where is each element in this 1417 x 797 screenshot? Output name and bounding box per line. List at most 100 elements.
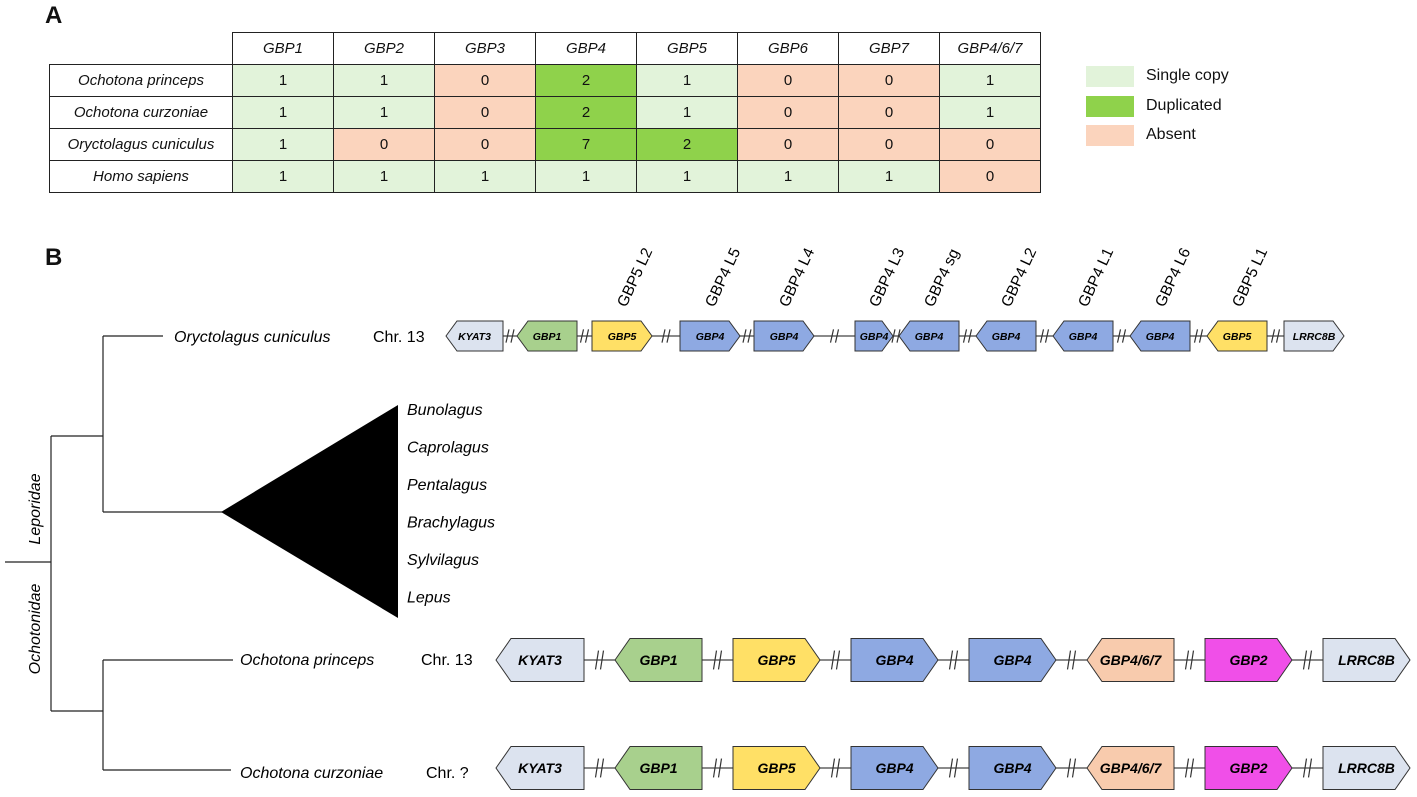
copy-number-cell: 1 bbox=[636, 96, 738, 129]
gene-name: KYAT3 bbox=[518, 760, 562, 776]
copy-number-cell: 0 bbox=[838, 64, 940, 97]
gene-arrow bbox=[1086, 746, 1175, 790]
copy-number-cell: 1 bbox=[636, 160, 738, 193]
gene-locus-label: GBP5 L2 bbox=[614, 245, 656, 309]
gene-block: KYAT3 bbox=[495, 638, 585, 682]
gene-block: GBP5 GBP5 L2 bbox=[591, 245, 656, 352]
leporidae-label: Leporidae bbox=[27, 473, 44, 544]
gene-block: GBP4 bbox=[850, 638, 939, 682]
gene-arrow bbox=[854, 320, 894, 352]
sequence-break-mark bbox=[1066, 758, 1077, 778]
gene-name: GBP4/6/7 bbox=[1100, 652, 1163, 668]
sequence-break-mark bbox=[661, 329, 671, 343]
gene-arrow bbox=[614, 746, 703, 790]
sequence-break-mark bbox=[948, 758, 959, 778]
legend-swatch bbox=[1086, 125, 1134, 146]
gene-name: GBP5 bbox=[608, 331, 637, 343]
gene-arrow bbox=[732, 746, 821, 790]
sequence-break-mark bbox=[891, 329, 901, 343]
column-header: GBP6 bbox=[737, 32, 839, 65]
tree-branches bbox=[5, 335, 233, 771]
gene-arrow bbox=[850, 638, 939, 682]
copy-number-cell: 0 bbox=[434, 96, 536, 129]
gene-block: LRRC8B bbox=[1322, 746, 1411, 790]
gene-arrow bbox=[1204, 746, 1293, 790]
gene-block: LRRC8B bbox=[1283, 320, 1345, 352]
gene-locus-label: GBP4 L6 bbox=[1152, 245, 1194, 309]
sequence-break-mark bbox=[505, 329, 515, 343]
copy-number-cell: 1 bbox=[939, 96, 1041, 129]
gene-name: LRRC8B bbox=[1338, 652, 1395, 668]
gene-block: GBP2 bbox=[1204, 746, 1293, 790]
sequence-break-mark bbox=[579, 329, 590, 343]
copy-number-cell: 1 bbox=[838, 160, 940, 193]
copy-number-cell: 2 bbox=[535, 64, 637, 97]
genus-label: Sylvilagus bbox=[407, 552, 479, 569]
copy-number-cell: 1 bbox=[737, 160, 839, 193]
gene-name: LRRC8B bbox=[1338, 760, 1395, 776]
gene-name: GBP1 bbox=[533, 331, 562, 343]
copy-number-cell: 0 bbox=[838, 128, 940, 161]
chromosome-label: Chr. 13 bbox=[421, 652, 473, 669]
copy-number-cell: 1 bbox=[232, 160, 334, 193]
gene-arrow bbox=[1129, 320, 1191, 352]
column-header: GBP4 bbox=[535, 32, 637, 65]
gene-locus-label: GBP4 sg bbox=[921, 246, 963, 309]
column-header: GBP2 bbox=[333, 32, 435, 65]
species-name: Ochotona curzoniae bbox=[240, 765, 383, 782]
species-name: Ochotona princeps bbox=[240, 652, 374, 669]
gene-name: GBP4/6/7 bbox=[1100, 760, 1163, 776]
gene-block: KYAT3 bbox=[445, 320, 504, 352]
ochotonidae-label: Ochotonidae bbox=[27, 584, 44, 675]
gene-arrow bbox=[850, 746, 939, 790]
sequence-break-mark bbox=[742, 329, 752, 343]
gene-name: GBP2 bbox=[1229, 760, 1267, 776]
gene-block: GBP4/6/7 bbox=[1086, 638, 1175, 682]
genus-label: Pentalagus bbox=[407, 477, 487, 494]
sequence-break-mark bbox=[1302, 650, 1313, 670]
copy-number-cell: 0 bbox=[939, 128, 1041, 161]
gene-arrow bbox=[1283, 320, 1345, 352]
copy-number-cell: 0 bbox=[939, 160, 1041, 193]
gene-block: GBP4/6/7 bbox=[1086, 746, 1175, 790]
gene-name: GBP5 bbox=[757, 760, 795, 776]
genus-label: Brachylagus bbox=[407, 515, 495, 532]
gene-arrow bbox=[975, 320, 1037, 352]
gene-arrow bbox=[614, 638, 703, 682]
gene-block: GBP4 bbox=[968, 638, 1057, 682]
sequence-break-mark bbox=[829, 329, 840, 343]
gene-name: GBP4 bbox=[875, 652, 913, 668]
copy-number-cell: 0 bbox=[333, 128, 435, 161]
copy-number-cell: 1 bbox=[232, 64, 334, 97]
sequence-break-mark bbox=[1066, 650, 1077, 670]
collapsed-genera-list: BunolagusCaprolagusPentalagusBrachylagus… bbox=[407, 402, 495, 607]
gene-block: LRRC8B bbox=[1322, 638, 1411, 682]
gene-name: GBP4 bbox=[696, 331, 725, 343]
copy-number-cell: 1 bbox=[232, 96, 334, 129]
gene-arrow bbox=[679, 320, 741, 352]
gene-arrow bbox=[753, 320, 815, 352]
gene-arrow bbox=[1322, 746, 1411, 790]
genus-label: Caprolagus bbox=[407, 440, 489, 457]
sequence-break-mark bbox=[1193, 329, 1204, 343]
sequence-break-mark bbox=[1270, 329, 1281, 343]
gene-name: GBP4 bbox=[993, 652, 1031, 668]
gene-arrow bbox=[1206, 320, 1268, 352]
gene-name: GBP2 bbox=[1229, 652, 1267, 668]
species-cell: Homo sapiens bbox=[49, 160, 233, 193]
gene-name: GBP4 bbox=[992, 331, 1021, 343]
gene-locus-label: GBP4 L5 bbox=[702, 245, 744, 309]
gene-locus-label: GBP4 L1 bbox=[1075, 245, 1117, 309]
gene-arrow bbox=[1086, 638, 1175, 682]
copy-number-cell: 0 bbox=[737, 96, 839, 129]
panel-b-label: B bbox=[45, 244, 63, 271]
